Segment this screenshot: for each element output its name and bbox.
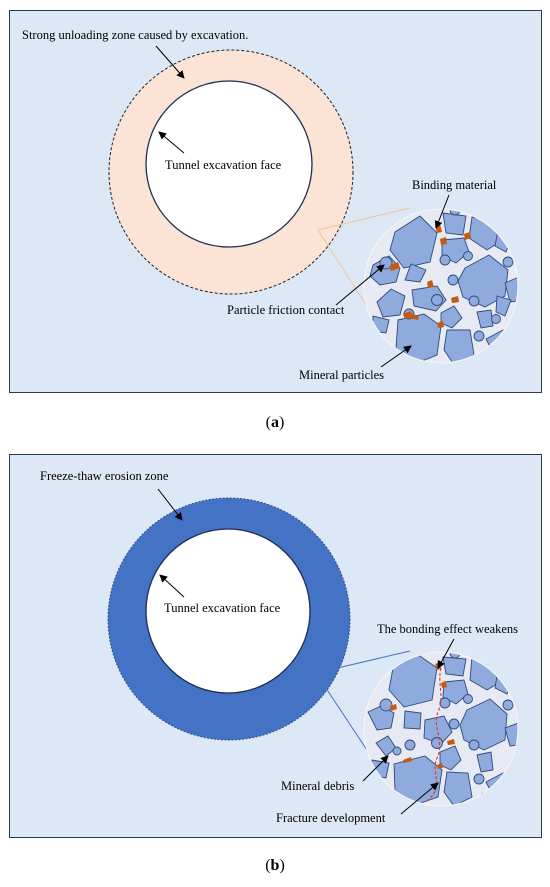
arrow-bonding-weakens — [437, 638, 455, 669]
binding-material-label: Binding material — [412, 178, 497, 192]
magnified-rock-a — [363, 208, 519, 364]
caption-a-open: ( — [265, 414, 271, 431]
caption-b: (b) — [0, 857, 550, 875]
freeze-thaw-zone-label: Freeze-thaw erosion zone — [40, 469, 169, 483]
bonding-weakens-label: The bonding effect weakens — [377, 622, 518, 636]
zoom-line-a1 — [317, 207, 411, 231]
arrow-tunnel-face-b — [159, 574, 185, 598]
caption-b-letter: b — [270, 857, 280, 874]
arrow-mineral-debris — [362, 755, 389, 782]
arrow-fracture-development — [400, 782, 439, 815]
fracture-crack — [425, 667, 442, 803]
mineral-debris-label: Mineral debris — [281, 779, 354, 793]
arrow-tunnel-face-a — [158, 131, 185, 154]
mineral-particles-label: Mineral particles — [299, 368, 384, 382]
unloading-zone-label: Strong unloading zone caused by excavati… — [22, 28, 248, 42]
arrow-freeze-thaw-zone — [157, 488, 183, 521]
tunnel-face-a — [145, 80, 313, 248]
tunnel-face-label-b: Tunnel excavation face — [164, 601, 281, 615]
fracture-development-label: Fracture development — [276, 811, 386, 825]
magnified-rock-b — [363, 651, 519, 807]
caption-a-close: ) — [279, 414, 285, 431]
arrow-binding-material — [434, 194, 450, 229]
caption-a-letter: a — [271, 414, 279, 431]
tunnel-face-b — [145, 528, 311, 694]
caption-a: (a) — [0, 414, 550, 432]
caption-b-close: ) — [279, 857, 285, 874]
arrow-friction-contact — [335, 264, 385, 306]
tunnel-face-label-a: Tunnel excavation face — [165, 158, 282, 172]
arrow-unloading-zone — [155, 45, 185, 79]
caption-b-open: ( — [265, 857, 271, 874]
friction-contact-label: Particle friction contact — [227, 303, 345, 317]
arrow-mineral-particles — [380, 345, 412, 368]
zoom-line-b1 — [315, 650, 411, 674]
